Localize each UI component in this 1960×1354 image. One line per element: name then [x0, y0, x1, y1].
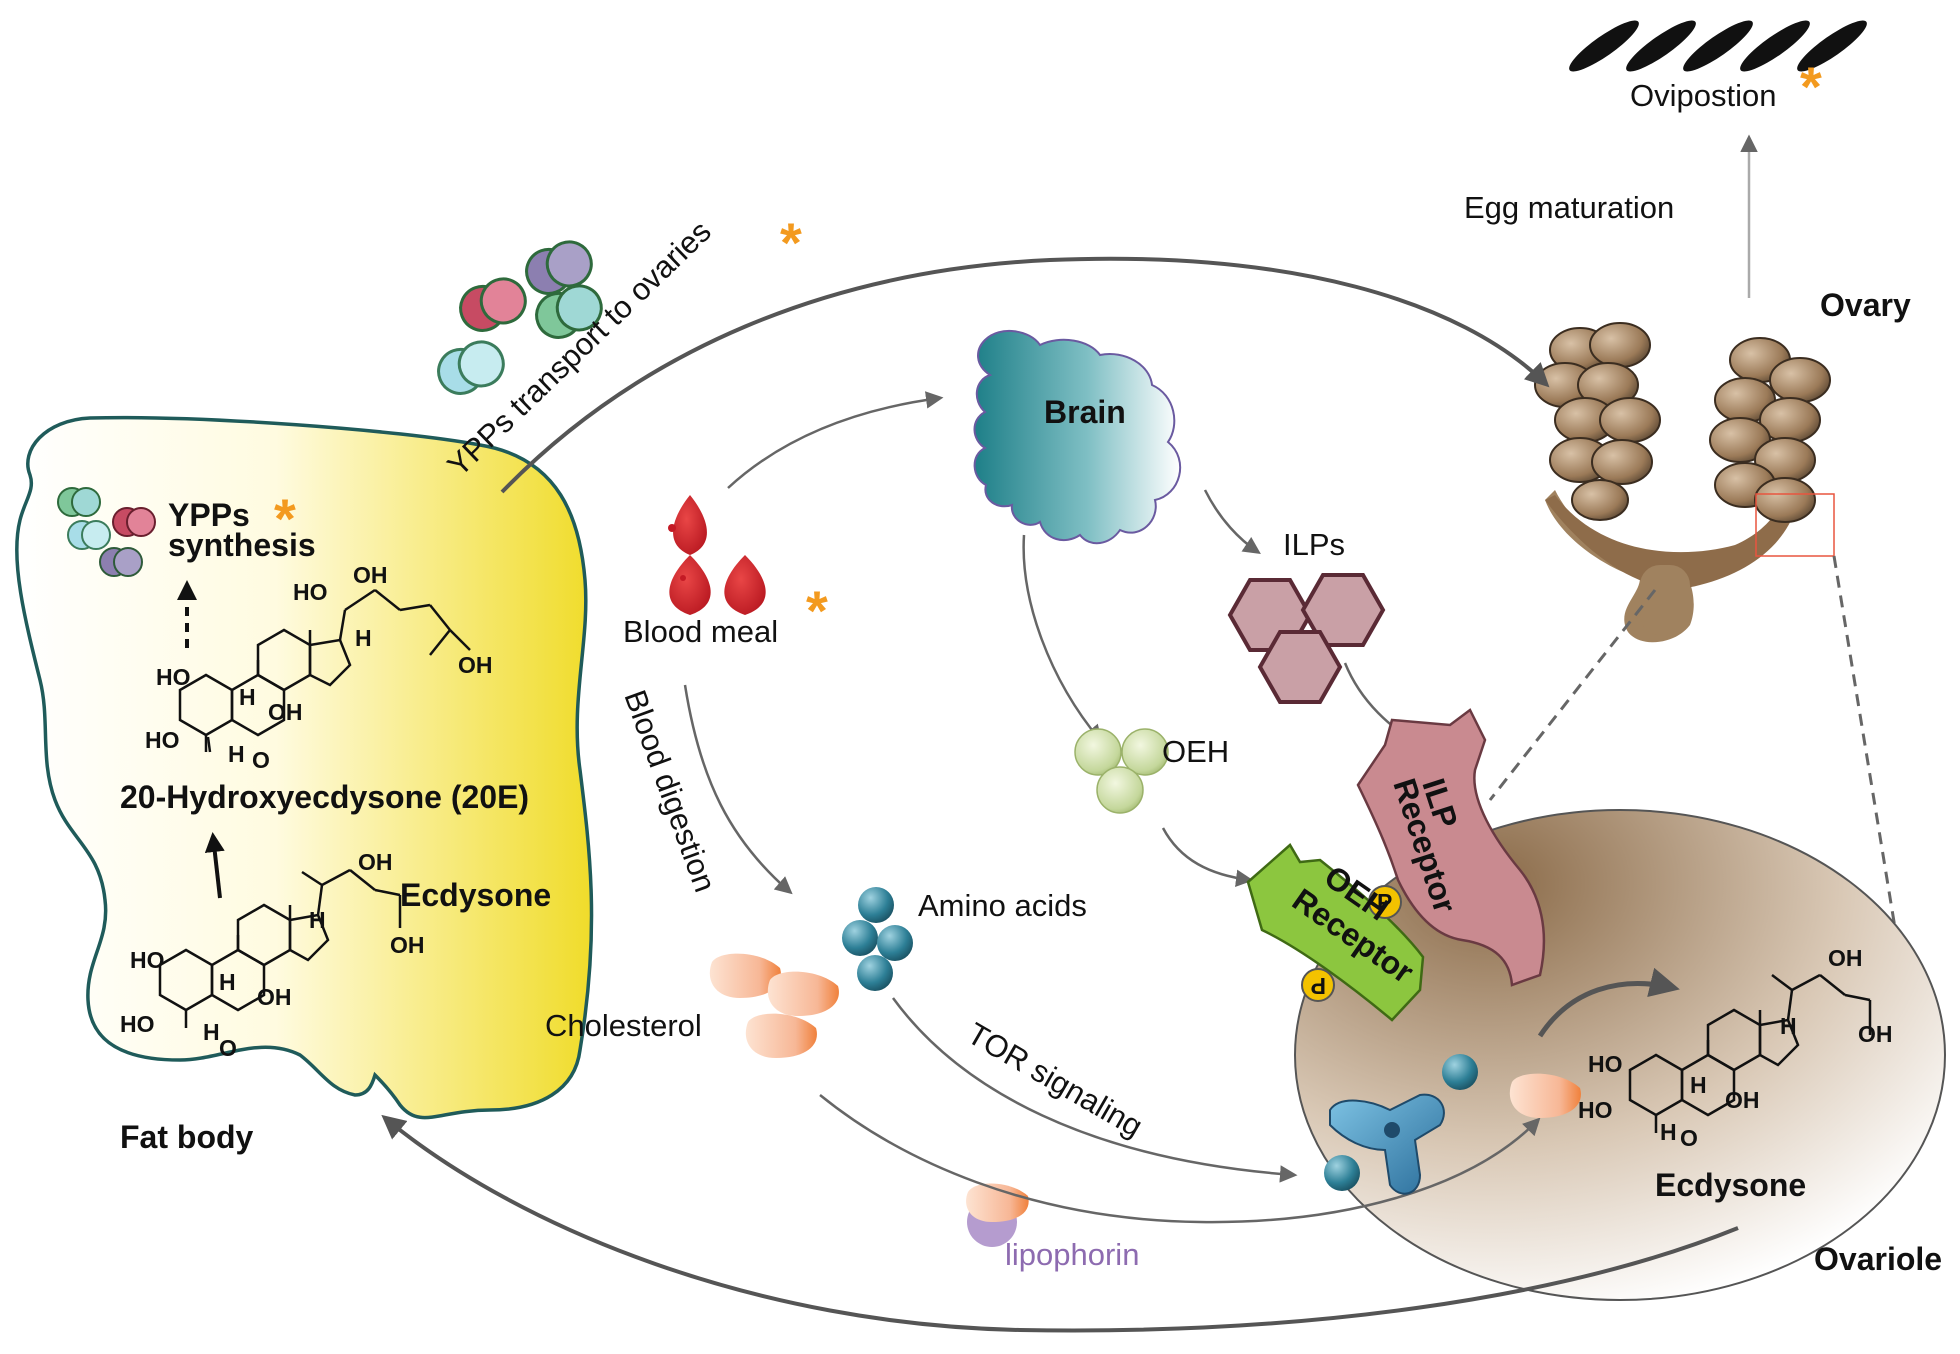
ilp-receptor-icon [1356, 708, 1546, 987]
20e-label: 20-Hydroxyecdysone (20E) [120, 779, 529, 815]
ovary-icon [1534, 322, 1835, 643]
oeh-receptor-phospho-1: P [1377, 889, 1392, 915]
20e-structure [178, 588, 471, 753]
brain-to-ilps-arrow [1203, 489, 1261, 554]
20e-h-top: H [355, 625, 372, 651]
brain-to-oeh-arrow [1022, 534, 1103, 743]
ecd-ov-oh-mid: OH [1725, 1087, 1760, 1113]
oeh-receptor-phospho-2: P [1311, 973, 1326, 999]
tor-signaling-label: TOR signaling [962, 1016, 1149, 1144]
ecd-ov-h-low: H [1660, 1119, 1677, 1145]
20e-h-mid: H [239, 684, 256, 710]
ovary-label: Ovary [1820, 287, 1911, 323]
ecd-ov-h-mid: H [1690, 1072, 1707, 1098]
oeh-label: OEH [1162, 734, 1229, 769]
tor-signaling-arrow [891, 997, 1298, 1183]
brain-icon [973, 329, 1182, 545]
ecdysone-ovariole-label: Ecdysone [1655, 1167, 1806, 1203]
ecd-ov-oh-top: OH [1828, 945, 1863, 971]
blood-meal-star: * [806, 579, 828, 642]
ecd-fat-oh-right: OH [390, 932, 425, 958]
ecd-ov-oh-right: OH [1858, 1021, 1893, 1047]
amino-acid-transporter-icon [1324, 1054, 1478, 1195]
oeh-to-receptor-arrow [1161, 827, 1254, 887]
ecd-fat-oh-top: OH [358, 849, 393, 875]
zoom-line-right [1832, 555, 1899, 941]
ecdysone-to-20e-arrow [204, 832, 225, 899]
ovariole-zoom-box [1755, 493, 1835, 557]
ecd-ov-ho-left1: HO [1588, 1051, 1623, 1077]
20e-oh-top: OH [353, 562, 388, 588]
cholesterol-icon [709, 953, 839, 1058]
ecd-fat-oh-mid: OH [257, 984, 292, 1010]
lipophorin-label: lipophorin [1005, 1237, 1139, 1272]
brain-label: Brain [1044, 394, 1126, 430]
cholesterol-to-ovariole-arrow [819, 1094, 1541, 1224]
ecdysone-structure-ovariole [1628, 973, 1872, 1133]
ecd-ov-h-top: H [1780, 1013, 1797, 1039]
ecdysone-fat-label: Ecdysone [400, 877, 551, 913]
ecd-fat-o-low: O [219, 1035, 237, 1061]
ilps-label: ILPs [1283, 527, 1345, 562]
ecdysone-structure-fat [158, 868, 402, 1028]
20e-oh-mid: OH [268, 699, 303, 725]
blood-digestion-arrow [683, 684, 793, 895]
20e-oh-right: OH [458, 652, 493, 678]
oeh-icon [1074, 728, 1169, 814]
blood-drops-icon [668, 495, 766, 615]
ecd-fat-ho-left1: HO [130, 947, 165, 973]
ecd-fat-ho-left2: HO [120, 1011, 155, 1037]
20e-ho-left1: HO [156, 664, 191, 690]
ypps-transport-icon [437, 240, 603, 395]
egg-maturation-label: Egg maturation [1464, 190, 1674, 225]
ypps-synthesis-line1: YPPs [168, 497, 250, 533]
fat-body-label: Fat body [120, 1119, 254, 1155]
blood-digestion-label: Blood digestion [617, 685, 722, 896]
laid-eggs-icon [1569, 20, 1867, 72]
ovariole-to-fatbody-arrow [381, 1114, 1739, 1333]
blood-meal-label: Blood meal [623, 614, 778, 649]
20e-o-low: O [252, 747, 270, 773]
ypps-icon [57, 487, 156, 577]
ypps-transport-star: * [780, 211, 802, 274]
ovariole-ecdysone-synthesis-arrow [1537, 967, 1680, 1038]
20e-h-low: H [228, 741, 245, 767]
ovariole-label: Ovariole [1814, 1241, 1942, 1277]
ovariole-cholesterol-icon [1509, 1073, 1581, 1118]
20e-ho-left2: HO [145, 727, 180, 753]
oviposition-label: Ovipostion [1630, 78, 1776, 113]
ecd-fat-h-low: H [203, 1019, 220, 1045]
oviposition-star: * [1800, 55, 1822, 118]
ecd-ov-o-low: O [1680, 1125, 1698, 1151]
ecd-fat-h-top: H [309, 907, 326, 933]
ypps-synthesis-star: * [274, 487, 296, 550]
20e-ho: HO [293, 579, 328, 605]
ecd-ov-ho-left2: HO [1578, 1097, 1613, 1123]
oeh-receptor-icon [1246, 843, 1425, 1022]
blood-to-brain-arrow [727, 391, 944, 489]
cholesterol-label: Cholesterol [545, 1008, 702, 1043]
zoom-line-left [1488, 589, 1657, 801]
ypps-transport-arrow [500, 256, 1550, 494]
ypps-synthesis-line2: synthesis [168, 527, 316, 563]
amino-acids-icon [842, 887, 913, 991]
ecd-fat-h-mid: H [219, 969, 236, 995]
amino-acids-label: Amino acids [918, 888, 1087, 923]
ilps-icon [1227, 573, 1386, 704]
